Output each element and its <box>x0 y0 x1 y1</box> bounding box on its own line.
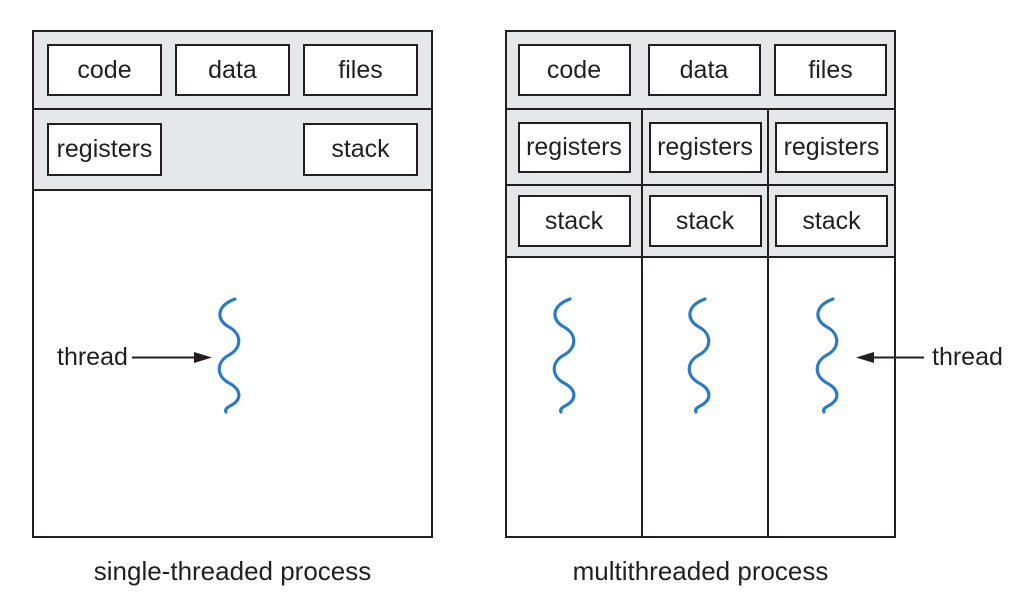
code-label: code <box>546 55 602 84</box>
registers-label: registers <box>56 135 153 163</box>
thread-squiggle-icon <box>815 297 839 414</box>
shared-resources-band: code data files <box>34 32 431 110</box>
registers-row: registers registers registers <box>507 110 894 186</box>
stack-label: stack <box>802 206 861 235</box>
stack-cell-1: stack <box>507 186 641 258</box>
caption-single-threaded: single-threaded process <box>93 556 372 586</box>
registers-label: registers <box>526 132 622 161</box>
data-cell: data <box>641 32 767 108</box>
stack-row: stack stack stack <box>507 186 894 258</box>
registers-box: registers <box>517 121 631 173</box>
thread-label: thread <box>932 343 1003 371</box>
files-box: files <box>774 44 887 96</box>
registers-cell-3: registers <box>767 110 894 186</box>
multithreaded-process-box: code data files registers <box>505 30 896 538</box>
registers-label: registers <box>783 132 880 161</box>
caption-multithreaded: multithreaded process <box>572 556 829 586</box>
registers-box: registers <box>775 121 888 173</box>
stack-cell-3: stack <box>767 186 894 258</box>
thread-arrow-right-icon <box>132 352 212 363</box>
thread-squiggle-icon <box>687 297 711 414</box>
files-cell: files <box>767 32 894 108</box>
thread-column-2 <box>641 258 767 536</box>
files-box: files <box>303 44 418 96</box>
thread-arrow-left-icon <box>856 352 924 363</box>
code-box: code <box>47 44 162 96</box>
thread-columns-row <box>507 258 894 536</box>
thread-squiggle-icon <box>552 297 576 414</box>
files-label: files <box>338 55 383 84</box>
code-box: code <box>517 44 631 96</box>
stack-box: stack <box>303 123 418 176</box>
thread-squiggle-icon <box>217 297 241 414</box>
registers-cell-1: registers <box>507 110 641 186</box>
data-box: data <box>647 44 761 96</box>
thread-label: thread <box>57 343 128 371</box>
single-threaded-process-box: code data files registers stack <box>32 30 433 538</box>
registers-cell-2: registers <box>641 110 767 186</box>
registers-box: registers <box>648 121 762 173</box>
stack-label: stack <box>331 135 390 163</box>
files-label: files <box>808 55 853 84</box>
stack-box: stack <box>775 195 888 247</box>
stack-cell-2: stack <box>641 186 767 258</box>
shared-resources-band: code data files <box>507 32 894 110</box>
registers-stack-band: registers stack <box>34 110 431 191</box>
stack-label: stack <box>675 206 735 235</box>
stack-box: stack <box>517 195 631 247</box>
data-label: data <box>208 55 257 84</box>
data-box: data <box>175 44 290 96</box>
stack-label: stack <box>544 206 604 235</box>
data-label: data <box>679 55 729 84</box>
code-cell: code <box>507 32 641 108</box>
thread-column-3 <box>767 258 894 536</box>
stack-box: stack <box>648 195 762 247</box>
code-label: code <box>77 55 132 84</box>
registers-label: registers <box>657 132 753 161</box>
registers-box: registers <box>47 123 162 176</box>
